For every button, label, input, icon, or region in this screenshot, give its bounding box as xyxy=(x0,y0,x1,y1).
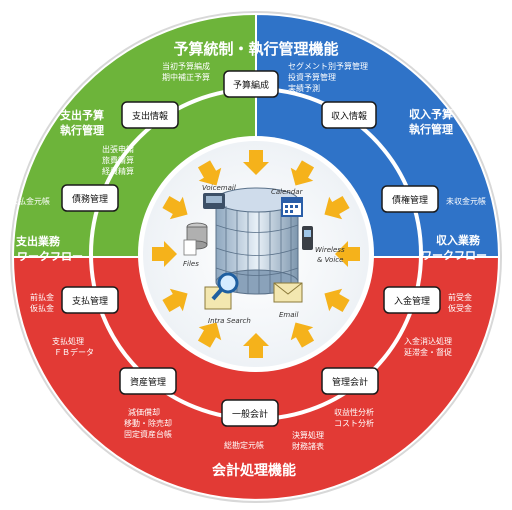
hub-arrows xyxy=(152,150,360,358)
note-asset-3: 固定資産台帳 xyxy=(124,429,172,439)
hub-label-files: Files xyxy=(183,260,199,268)
wireless-phone-icon xyxy=(302,226,313,250)
hub-label-calendar: Calendar xyxy=(271,188,304,196)
note-receipt-right-2: 仮受金 xyxy=(448,303,472,313)
hub-label-voicemail: Voicemail xyxy=(202,184,236,192)
note-receipt-right-1: 前受金 xyxy=(448,292,472,302)
title-income-workflow-l2: ワークフロー xyxy=(421,249,487,262)
hub-arrow-icon xyxy=(324,288,350,313)
note-receipt-below-2: 延滞金・督促 xyxy=(404,347,452,357)
module-budget[interactable]: 予算編成 xyxy=(223,70,279,98)
module-receivable-label: 債権管理 xyxy=(392,194,428,206)
title-income-budget-l2: 執行管理 xyxy=(409,122,453,136)
email-envelope-icon xyxy=(273,282,303,303)
note-closing-2: 財務諸表 xyxy=(292,441,324,451)
calendar-icon xyxy=(281,197,303,217)
hub-arrow-icon xyxy=(290,160,315,186)
module-payment[interactable]: 支払管理 xyxy=(61,286,119,314)
note-receipt-below-1: 入金消込処理 xyxy=(404,336,452,346)
note-income-info-1: セグメント別予算管理 xyxy=(288,61,368,71)
module-budget-label: 予算編成 xyxy=(233,79,269,91)
hub-label-wireless: Wireless xyxy=(315,246,345,254)
title-expense-budget-l2: 執行管理 xyxy=(60,123,104,137)
title-budget-control: 予算統制・執行管理機能 xyxy=(173,40,338,58)
hub-arrow-icon xyxy=(243,333,269,358)
hub-label-email: Email xyxy=(279,311,298,319)
title-income-budget-l1: 収入予算 xyxy=(409,107,453,121)
module-receipt[interactable]: 入金管理 xyxy=(383,286,441,314)
hub-arrow-icon xyxy=(162,195,188,220)
search-magnifier-icon xyxy=(204,272,239,310)
files-icon xyxy=(183,222,208,256)
note-mgmt-accounting-2: コスト分析 xyxy=(334,418,374,428)
note-payment-below-2: ＦＢデータ xyxy=(54,347,94,357)
hub-arrow-icon xyxy=(335,241,360,267)
title-income-workflow-l1: 収入業務 xyxy=(436,233,481,247)
module-receivable[interactable]: 債権管理 xyxy=(381,185,439,213)
note-expense-info-2: 旅費精算 xyxy=(102,155,134,165)
note-asset-2: 移動・除売却 xyxy=(124,418,172,428)
module-income-info-label: 収入情報 xyxy=(331,110,367,122)
voicemail-icon xyxy=(203,193,225,209)
module-income-info[interactable]: 収入情報 xyxy=(321,101,377,129)
hub-arrow-icon xyxy=(290,322,315,348)
hub-arrow-icon xyxy=(243,150,269,175)
module-expense-info-label: 支出情報 xyxy=(132,110,168,122)
note-budget-1: 当初予算編成 xyxy=(162,61,210,71)
note-income-info-2: 投資予算管理 xyxy=(288,72,336,82)
hub-label-search: Intra Search xyxy=(208,317,251,325)
note-expense-info-1: 出張申請 xyxy=(102,144,134,154)
module-asset[interactable]: 資産管理 xyxy=(119,367,177,395)
module-asset-label: 資産管理 xyxy=(130,376,166,388)
note-payment-left-1: 前払金 xyxy=(30,292,54,302)
module-debt[interactable]: 債務管理 xyxy=(61,184,119,212)
title-accounting: 会計処理機能 xyxy=(212,462,296,479)
hub-arrow-icon xyxy=(152,241,177,267)
note-debt-ledger: 未払金元帳 xyxy=(10,196,50,206)
note-payment-below-1: 支払処理 xyxy=(52,336,84,346)
note-payment-left-2: 仮払金 xyxy=(30,303,54,313)
module-debt-label: 債務管理 xyxy=(72,193,108,205)
module-payment-label: 支払管理 xyxy=(72,295,108,307)
hub-arrow-icon xyxy=(324,195,350,220)
red-sector xyxy=(11,256,501,501)
hub-arrow-icon xyxy=(162,288,188,313)
module-expense-info[interactable]: 支出情報 xyxy=(121,101,179,129)
note-closing-1: 決算処理 xyxy=(292,430,324,440)
module-general-accounting[interactable]: 一般会計 xyxy=(221,399,279,427)
note-budget-2: 期中補正予算 xyxy=(162,72,210,82)
title-expense-workflow-l1: 支出業務 xyxy=(15,234,61,248)
note-income-info-3: 実績予測 xyxy=(288,83,320,93)
hub-arrow-icon xyxy=(197,322,222,348)
note-general-ledger: 総勘定元帳 xyxy=(224,440,264,450)
note-receivable-ledger: 未収金元帳 xyxy=(446,196,486,206)
title-expense-budget-l1: 支出予算 xyxy=(59,108,104,122)
note-expense-info-3: 経費精算 xyxy=(102,166,134,176)
module-mgmt-accounting-label: 管理会計 xyxy=(332,376,368,388)
note-asset-1: 減価償却 xyxy=(128,407,160,417)
module-receipt-label: 入金管理 xyxy=(394,295,430,307)
note-mgmt-accounting-1: 収益性分析 xyxy=(334,407,374,417)
hub-label-voice: & Voice xyxy=(317,256,343,264)
title-expense-workflow-l2: ワークフロー xyxy=(17,250,83,263)
module-mgmt-accounting[interactable]: 管理会計 xyxy=(321,367,379,395)
module-general-accounting-label: 一般会計 xyxy=(232,408,268,420)
hub-arrow-icon xyxy=(197,160,222,186)
